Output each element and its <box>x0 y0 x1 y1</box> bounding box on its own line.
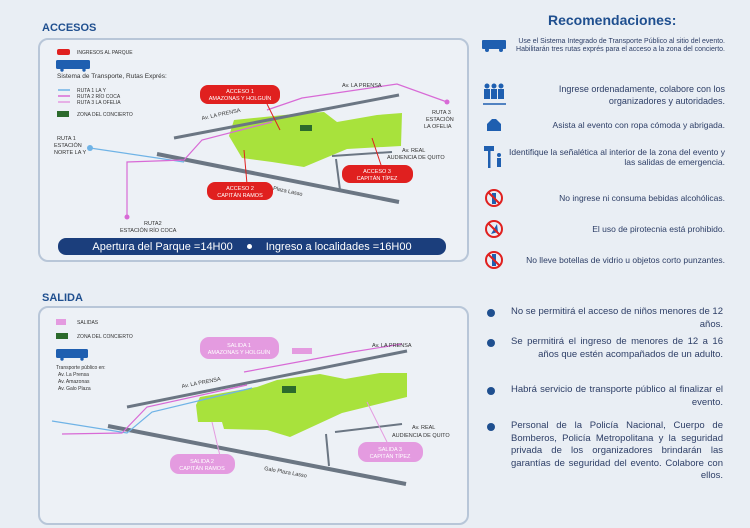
salida-title: SALIDA <box>42 292 83 304</box>
svg-text:SALIDA 2: SALIDA 2 <box>190 459 214 465</box>
legend: INGRESOS AL PARQUE Sistema de Transporte… <box>56 49 167 118</box>
svg-text:ESTACIÓN RÍO COCA: ESTACIÓN RÍO COCA <box>120 227 177 234</box>
legend-zona: ZONA DEL CONCIERTO <box>77 334 133 340</box>
road-galo-plaza <box>107 424 407 486</box>
svg-text:RUTA2: RUTA2 <box>144 221 162 227</box>
legend-transport: Sistema de Transporte, Rutas Exprés: <box>57 73 167 80</box>
note-item: No se permitirá el acceso de niños menor… <box>487 306 723 331</box>
svg-text:SALIDA 1: SALIDA 1 <box>227 343 251 349</box>
svg-text:RUTA 3: RUTA 3 <box>432 110 451 116</box>
park-area <box>229 112 402 167</box>
rec-item: Ingrese ordenadamente, colabore con los … <box>480 82 725 108</box>
rec-item: No lleve botellas de vidrio u objetos co… <box>480 250 725 270</box>
accesos-map-panel: INGRESOS AL PARQUE Sistema de Transporte… <box>38 38 469 262</box>
seating-entry: Ingreso a localidades =16H00 <box>265 240 412 253</box>
no-alcohol-icon <box>480 188 508 208</box>
exit-bus-icon <box>292 348 312 354</box>
accesos-title: ACCESOS <box>42 22 97 34</box>
no-fireworks-icon <box>480 219 508 239</box>
salida-map: SALIDAS ZONA DEL CONCIERTO Transporte pú… <box>51 319 450 486</box>
svg-text:Av. Galo Plaza: Av. Galo Plaza <box>58 386 91 392</box>
bus-icon <box>480 39 508 53</box>
bus-icon <box>56 349 88 361</box>
svg-text:Transporte público en:: Transporte público en: <box>56 365 106 371</box>
svg-text:AMAZONAS Y HOLGUÍN: AMAZONAS Y HOLGUÍN <box>209 95 271 102</box>
separator-dot <box>246 244 252 249</box>
legend-salidas: SALIDAS <box>77 320 99 326</box>
svg-text:CAPITÁN RAMOS: CAPITÁN RAMOS <box>217 192 263 199</box>
svg-text:CAPITÁN RAMOS: CAPITÁN RAMOS <box>179 465 225 472</box>
recommendations-title: Recomendaciones: <box>548 12 677 28</box>
schedule-banner: Apertura del Parque =14H00 Ingreso a loc… <box>58 238 446 255</box>
bullet-icon <box>487 423 495 431</box>
route-1 <box>89 147 185 163</box>
svg-text:RUTA 1: RUTA 1 <box>57 136 76 142</box>
note-item: Se permitirá el ingreso de menores de 12… <box>487 336 723 361</box>
jacket-icon <box>480 118 508 132</box>
legend-zona: ZONA DEL CONCIERTO <box>77 112 133 118</box>
park-opening: Apertura del Parque =14H00 <box>92 240 233 253</box>
route-3 <box>266 83 448 111</box>
bus-icon <box>56 60 90 72</box>
bullet-icon <box>487 387 495 395</box>
label-la-prensa: Av. LA PRENSA <box>201 108 241 122</box>
accesos-map: INGRESOS AL PARQUE Sistema de Transporte… <box>54 49 454 234</box>
bullet-icon <box>487 309 495 317</box>
svg-text:ACCESO 3: ACCESO 3 <box>363 169 391 175</box>
signage-icon <box>480 144 508 170</box>
road-la-prensa <box>126 349 408 409</box>
road-la-prensa <box>173 93 400 140</box>
concert-zone <box>300 125 312 131</box>
rec-item: El uso de pirotecnia está prohibido. <box>480 219 725 239</box>
salida-map-panel: SALIDAS ZONA DEL CONCIERTO Transporte pú… <box>38 306 469 525</box>
no-bottles-icon <box>480 250 508 270</box>
route-2 <box>126 121 273 217</box>
legend-ingresos: INGRESOS AL PARQUE <box>77 50 133 56</box>
queue-icon <box>480 82 508 108</box>
label-la-prensa-2: Av. LA PRENSA <box>342 83 382 89</box>
svg-text:CAPITÁN TÍPEZ: CAPITÁN TÍPEZ <box>370 453 411 460</box>
legend-ruta2: RUTA 2 RÍO COCA <box>77 93 121 100</box>
rec-item: No ingrese ni consuma bebidas alcohólica… <box>480 188 725 208</box>
svg-text:CAPITÁN TÍPEZ: CAPITÁN TÍPEZ <box>357 175 398 182</box>
rec-item: Asista al evento con ropa cómoda y abrig… <box>480 118 725 132</box>
road-galo-plaza <box>156 152 400 204</box>
rec-item: Identifique la señalética al interior de… <box>480 144 725 170</box>
svg-text:AMAZONAS Y HOLGUÍN: AMAZONAS Y HOLGUÍN <box>208 349 270 356</box>
svg-text:AUDIENCIA DE QUITO: AUDIENCIA DE QUITO <box>392 433 450 439</box>
svg-text:ESTACIÓN: ESTACIÓN <box>54 142 82 149</box>
svg-text:ESTACIÓN: ESTACIÓN <box>426 116 454 123</box>
svg-text:LA OFELIA: LA OFELIA <box>424 124 452 130</box>
rec-item: Use el Sistema Integrado de Transporte P… <box>480 38 725 54</box>
svg-text:NORTE LA Y: NORTE LA Y <box>54 150 87 156</box>
svg-text:ACCESO 1: ACCESO 1 <box>226 89 254 95</box>
bullet-icon <box>487 339 495 347</box>
legend-ruta1: RUTA 1 LA Y <box>77 88 107 94</box>
svg-text:Av. La Prensa: Av. La Prensa <box>58 372 89 378</box>
svg-text:SALIDA 3: SALIDA 3 <box>378 447 402 453</box>
concert-zone <box>282 386 296 393</box>
svg-text:Galo Plaza Lasso: Galo Plaza Lasso <box>264 466 307 479</box>
svg-text:Av. Amazonas: Av. Amazonas <box>58 379 90 385</box>
label-av-real: Av. REAL <box>402 148 425 154</box>
svg-text:Av. REAL: Av. REAL <box>412 425 435 431</box>
note-item: Personal de la Policía Nacional, Cuerpo … <box>487 420 723 483</box>
road-av-real <box>331 151 393 157</box>
note-item: Habrá servicio de transporte público al … <box>487 384 723 409</box>
svg-text:ACCESO 2: ACCESO 2 <box>226 186 254 192</box>
ingresos-swatch <box>57 49 70 55</box>
label-audiencia: AUDIENCIA DE QUITO <box>387 155 445 161</box>
legend-ruta3: RUTA 3 LA OFELIA <box>77 100 121 106</box>
svg-text:Av. LA PRENSA: Av. LA PRENSA <box>372 343 412 349</box>
